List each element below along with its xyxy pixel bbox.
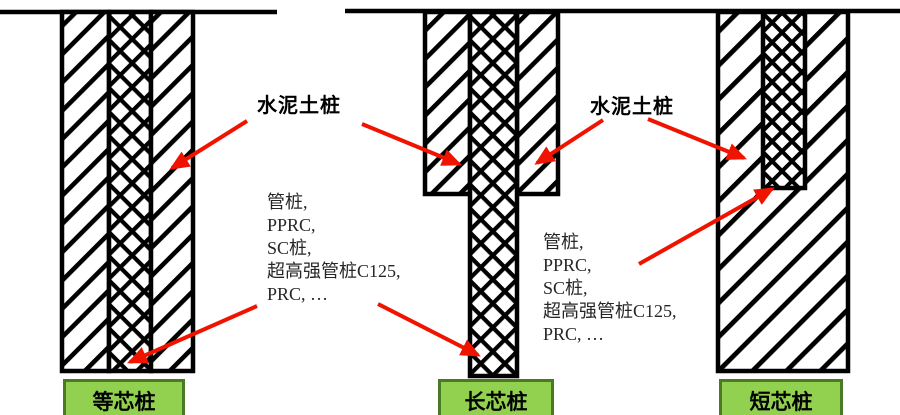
- arrow-core-to-pile3: [638, 187, 775, 266]
- pile-tag-equal-core: 等芯桩: [63, 379, 185, 415]
- annotation-arrows: [127, 117, 775, 364]
- arrow-cement-to-pile2-left: [361, 122, 462, 166]
- core-type-line: 管桩,: [543, 232, 584, 252]
- pile-tag-short-core: 短芯桩: [719, 379, 843, 415]
- core-type-line: SC桩,: [267, 238, 312, 258]
- core-type-line: SC桩,: [543, 278, 588, 298]
- core-type-line: PPRC,: [543, 255, 592, 275]
- arrow-core-to-pile1: [127, 304, 258, 364]
- core-pile-types-left: 管桩, PPRC, SC桩, 超高强管桩C125, PRC, …: [267, 191, 401, 306]
- core-type-line: PRC, …: [543, 324, 605, 344]
- cement-soil-pile-label-right: 水泥土桩: [590, 96, 674, 118]
- arrow-cement-to-pile2-right: [534, 118, 605, 165]
- core-type-line: 超高强管桩C125,: [267, 261, 401, 281]
- equal-core-cement-left-band: [59, 9, 112, 374]
- long-core-core-band: [467, 9, 520, 379]
- equal-core-cement-right-band: [148, 9, 196, 374]
- core-pile-types-right: 管桩, PPRC, SC桩, 超高强管桩C125, PRC, …: [543, 231, 677, 346]
- core-type-line: 超高强管桩C125,: [543, 301, 677, 321]
- cement-soil-pile-label-left: 水泥土桩: [257, 95, 341, 117]
- long-core-pile-figure: [422, 9, 561, 379]
- arrow-cement-to-pile1: [169, 119, 249, 170]
- arrow-core-to-pile2: [377, 302, 481, 357]
- short-core-core-band: [760, 9, 808, 191]
- equal-core-pile-figure: [59, 9, 196, 374]
- pile-tag-long-core: 长芯桩: [438, 379, 554, 415]
- core-type-line: PPRC,: [267, 215, 316, 235]
- arrow-cement-to-pile3: [647, 117, 747, 160]
- short-core-pile-figure: [715, 9, 851, 374]
- long-core-cement-right-band: [514, 9, 561, 197]
- core-type-line: PRC, …: [267, 284, 329, 304]
- long-core-cement-left-band: [422, 9, 473, 197]
- equal-core-core-band: [106, 9, 154, 374]
- core-type-line: 管桩,: [267, 192, 308, 212]
